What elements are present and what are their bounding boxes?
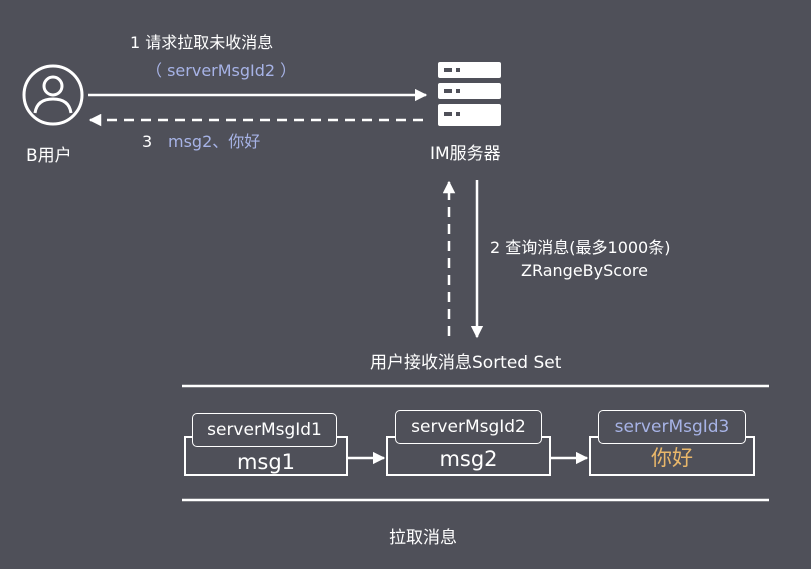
response-content-label: msg2、你好 [168, 132, 261, 151]
sorted-set-title: 用户接收消息Sorted Set [370, 353, 562, 373]
response-step-number: 3 [142, 132, 153, 151]
request-step-label: 1 请求拉取未收消息 [130, 33, 274, 52]
footer-label: 拉取消息 [389, 528, 457, 548]
set-item-msg: msg1 [236, 450, 296, 474]
server-label: IM服务器 [430, 144, 501, 164]
query-step-label: 2 查询消息(最多1000条) [490, 238, 671, 257]
request-param-label: （ serverMsgId2 ） [146, 61, 297, 80]
set-item-msg: 你好 [651, 446, 693, 470]
set-item-id: serverMsgId3 [598, 410, 746, 444]
user-label: B用户 [26, 146, 72, 166]
set-item-msg: msg2 [439, 447, 498, 471]
set-item-id: serverMsgId1 [192, 413, 337, 447]
set-item-id: serverMsgId2 [395, 410, 542, 444]
user-avatar-icon [22, 64, 84, 126]
server-rack-icon [438, 62, 501, 126]
query-command-label: ZRangeByScore [521, 261, 648, 280]
